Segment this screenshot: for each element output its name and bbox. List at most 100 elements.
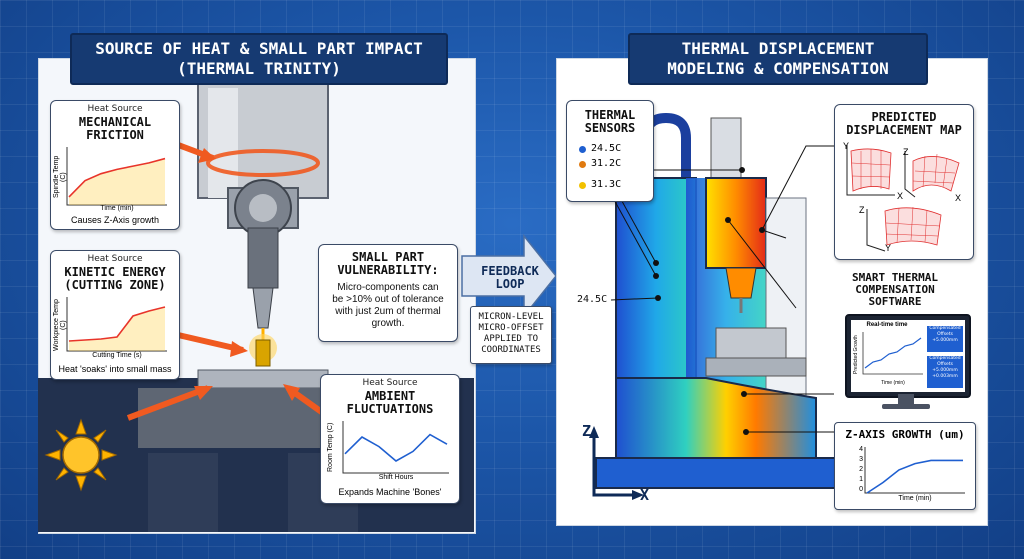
chart-area: [69, 307, 165, 351]
ytick-label: 0: [859, 486, 863, 493]
offset-text: Compensated: [929, 356, 961, 361]
room-temp-chart: [342, 421, 449, 474]
chart-ylabel: Room Temp (C): [327, 422, 334, 472]
chart-axes: [864, 447, 965, 494]
feedback-text: APPLIED TO: [483, 334, 539, 344]
feedback-title-line1: FEEDBACK: [481, 264, 539, 278]
spindle-temp-chart: [66, 147, 167, 206]
feedback-arrow: [461, 233, 557, 319]
left-title-line1: SOURCE OF HEAT & SMALL PART IMPACT: [95, 39, 423, 58]
card-title-line1: KINETIC ENERGY: [64, 265, 166, 279]
workpiece-temp-chart: [66, 297, 167, 352]
zgrowth-xlabel: Time (min): [898, 495, 932, 502]
offset-panel: Compensated Offsets +5.000mm: [927, 326, 963, 352]
vulnerability-text: with just 2um of thermal: [335, 306, 441, 317]
screen-ylabel: Predicted Growth: [853, 335, 859, 375]
right-title: THERMAL DISPLACEMENT MODELING & COMPENSA…: [628, 33, 928, 85]
screen-xlabel: Time (min): [881, 380, 905, 386]
axis-label: Y: [885, 243, 892, 253]
sensor-value: 31.2C: [591, 158, 622, 169]
card-kicker: Heat Source: [87, 254, 143, 264]
card-kicker: Heat Source: [87, 104, 143, 114]
axis-label: Z: [859, 205, 865, 215]
software-title-line1: SMART THERMAL: [851, 271, 939, 284]
right-title-line2: MODELING & COMPENSATION: [667, 59, 889, 78]
offset-text: +5.000mm: [932, 368, 958, 373]
sensor-value: 31.3C: [591, 179, 622, 190]
sun-icon: [44, 418, 118, 492]
chart-series-line: [344, 433, 448, 462]
chart-axes: [66, 297, 167, 352]
offset-text: Offsets: [937, 362, 953, 367]
monitor-screen: Real-time time Predicted Growth Time (mi…: [851, 320, 965, 392]
card-title-line1: AMBIENT: [364, 389, 416, 403]
offset-text: Compensated: [929, 326, 961, 331]
offset-text: Offsets: [937, 332, 953, 337]
displacement-title-line2: DISPLACEMENT MAP: [846, 123, 962, 137]
x-axis-label: X: [640, 486, 650, 504]
card-title-line2: (CUTTING ZONE): [64, 278, 166, 292]
sensors-title-line1: THERMAL: [584, 108, 636, 122]
feedback-text: COORDINATES: [481, 345, 541, 355]
right-title-line1: THERMAL DISPLACEMENT: [681, 39, 875, 58]
chart-xlabel: Shift Hours: [378, 474, 414, 481]
card-title-line2: FRICTION: [86, 128, 144, 142]
chart-series-line: [866, 459, 963, 494]
monitor-stand: [898, 394, 914, 404]
chart-area: [69, 158, 165, 205]
small-part-vulnerability-card: SMALL PART VULNERABILITY: Micro-componen…: [318, 244, 458, 342]
axis-label: X: [955, 193, 962, 203]
offset-panel: Compensated Offsets +5.000mm +0.003mm: [927, 356, 963, 388]
sensors-title-line2: SENSORS: [584, 121, 636, 135]
sensor-dot-icon: [579, 182, 586, 189]
zgrowth-title: Z-AXIS GROWTH (um): [845, 428, 965, 441]
chart-xlabel: Cutting Time (s): [92, 352, 142, 359]
sensor-value: 24.5C: [591, 143, 622, 154]
vulnerability-text: be >10% out of tolerance: [332, 294, 444, 305]
chart-axes: [66, 147, 167, 206]
displacement-title-line1: PREDICTED: [871, 110, 937, 124]
thermal-cnc-machine-illustration: [589, 112, 847, 500]
thermal-sensors-card: THERMAL SENSORS 24.5C 31.2C 31.3C: [566, 100, 654, 202]
feedback-title-line2: LOOP: [495, 277, 525, 291]
chart-axes: [342, 421, 449, 474]
axis-label: X: [897, 191, 904, 201]
heat-source-card-kinetic: Heat Source KINETIC ENERGY (CUTTING ZONE…: [50, 250, 180, 380]
predicted-displacement-card: PREDICTED DISPLACEMENT MAP Y X Z X: [834, 104, 974, 260]
z-axis-growth-card: Z-AXIS GROWTH (um) 4 3 2 1 0 Time (min): [834, 422, 976, 510]
feedback-offset-box: MICRON-LEVEL MICRO-OFFSET APPLIED TO COO…: [470, 306, 552, 364]
screen-title: Real-time time: [866, 322, 908, 328]
heat-source-card-friction: Heat Source MECHANICAL FRICTION Spindle …: [50, 100, 180, 230]
monitor-base: [882, 404, 930, 409]
vulnerability-title-line2: VULNERABILITY:: [337, 263, 439, 277]
axis-label: Z: [903, 147, 909, 157]
predicted-growth-chart: [862, 332, 923, 375]
software-title-line3: SOFTWARE: [868, 295, 922, 308]
card-caption: Heat 'soaks' into small mass: [58, 364, 172, 374]
chart-xlabel: Time (min): [100, 205, 134, 212]
axis-label: Y: [843, 141, 850, 151]
vulnerability-title-line1: SMALL PART: [351, 250, 425, 264]
monitor: Real-time time Predicted Growth Time (mi…: [845, 314, 971, 398]
card-caption: Expands Machine 'Bones': [338, 487, 442, 497]
side-sensor-reading: 24.5C: [577, 294, 608, 305]
z-growth-chart: [864, 447, 965, 494]
sensor-dot-icon: [579, 161, 586, 168]
left-title-line2: (THERMAL TRINITY): [177, 59, 341, 78]
sensor-dot-icon: [579, 146, 586, 153]
software-title-line2: COMPENSATION: [855, 283, 935, 296]
heat-source-card-ambient: Heat Source AMBIENT FLUCTUATIONS Room Te…: [320, 374, 460, 504]
z-axis-label: Z: [582, 422, 592, 440]
vulnerability-text: growth.: [371, 318, 405, 329]
card-caption: Causes Z-Axis growth: [70, 215, 160, 225]
ytick-label: 2: [859, 466, 863, 473]
ytick-label: 3: [859, 456, 863, 463]
offset-text: +5.000mm: [932, 338, 958, 343]
left-title: SOURCE OF HEAT & SMALL PART IMPACT (THER…: [70, 33, 448, 85]
chart-ylabel: Spindle Temp (C): [53, 155, 67, 199]
displacement-mesh-plots: [846, 145, 960, 252]
card-title-line1: MECHANICAL: [78, 115, 152, 129]
chart-ylabel: Workpiece Temp (C): [53, 299, 67, 351]
card-kicker: Heat Source: [362, 378, 418, 388]
